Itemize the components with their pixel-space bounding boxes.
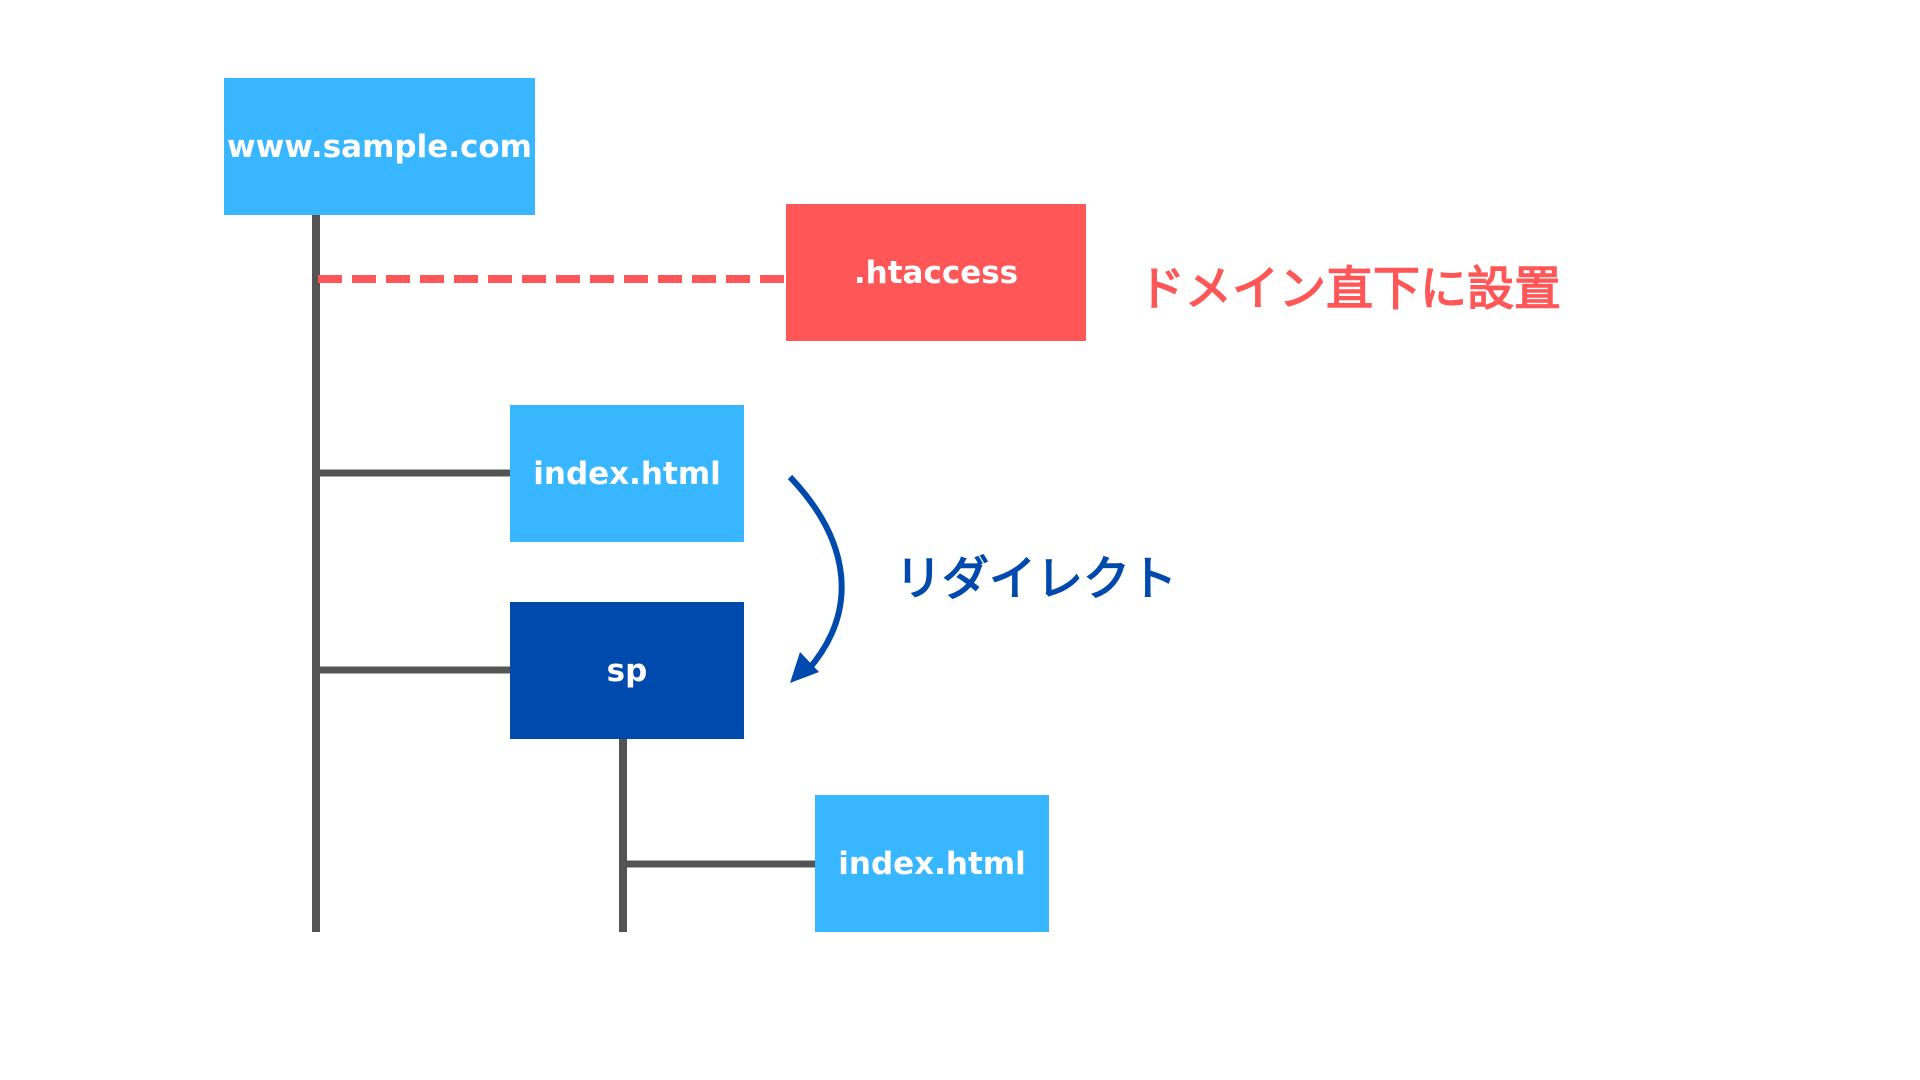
root-domain-node: www.sample.com [224, 78, 535, 215]
redirect-arrowhead-icon [790, 652, 819, 683]
index-html-node: index.html [510, 405, 744, 542]
redirect-arrow-curve [787, 474, 845, 672]
sp-folder-node: sp [510, 602, 744, 739]
htaccess-node: .htaccess [786, 204, 1086, 341]
sp-index-html-node: index.html [815, 795, 1049, 932]
placement-annotation: ドメイン直下に設置 [1138, 262, 1561, 317]
redirect-annotation: リダイレクト [895, 552, 1177, 607]
